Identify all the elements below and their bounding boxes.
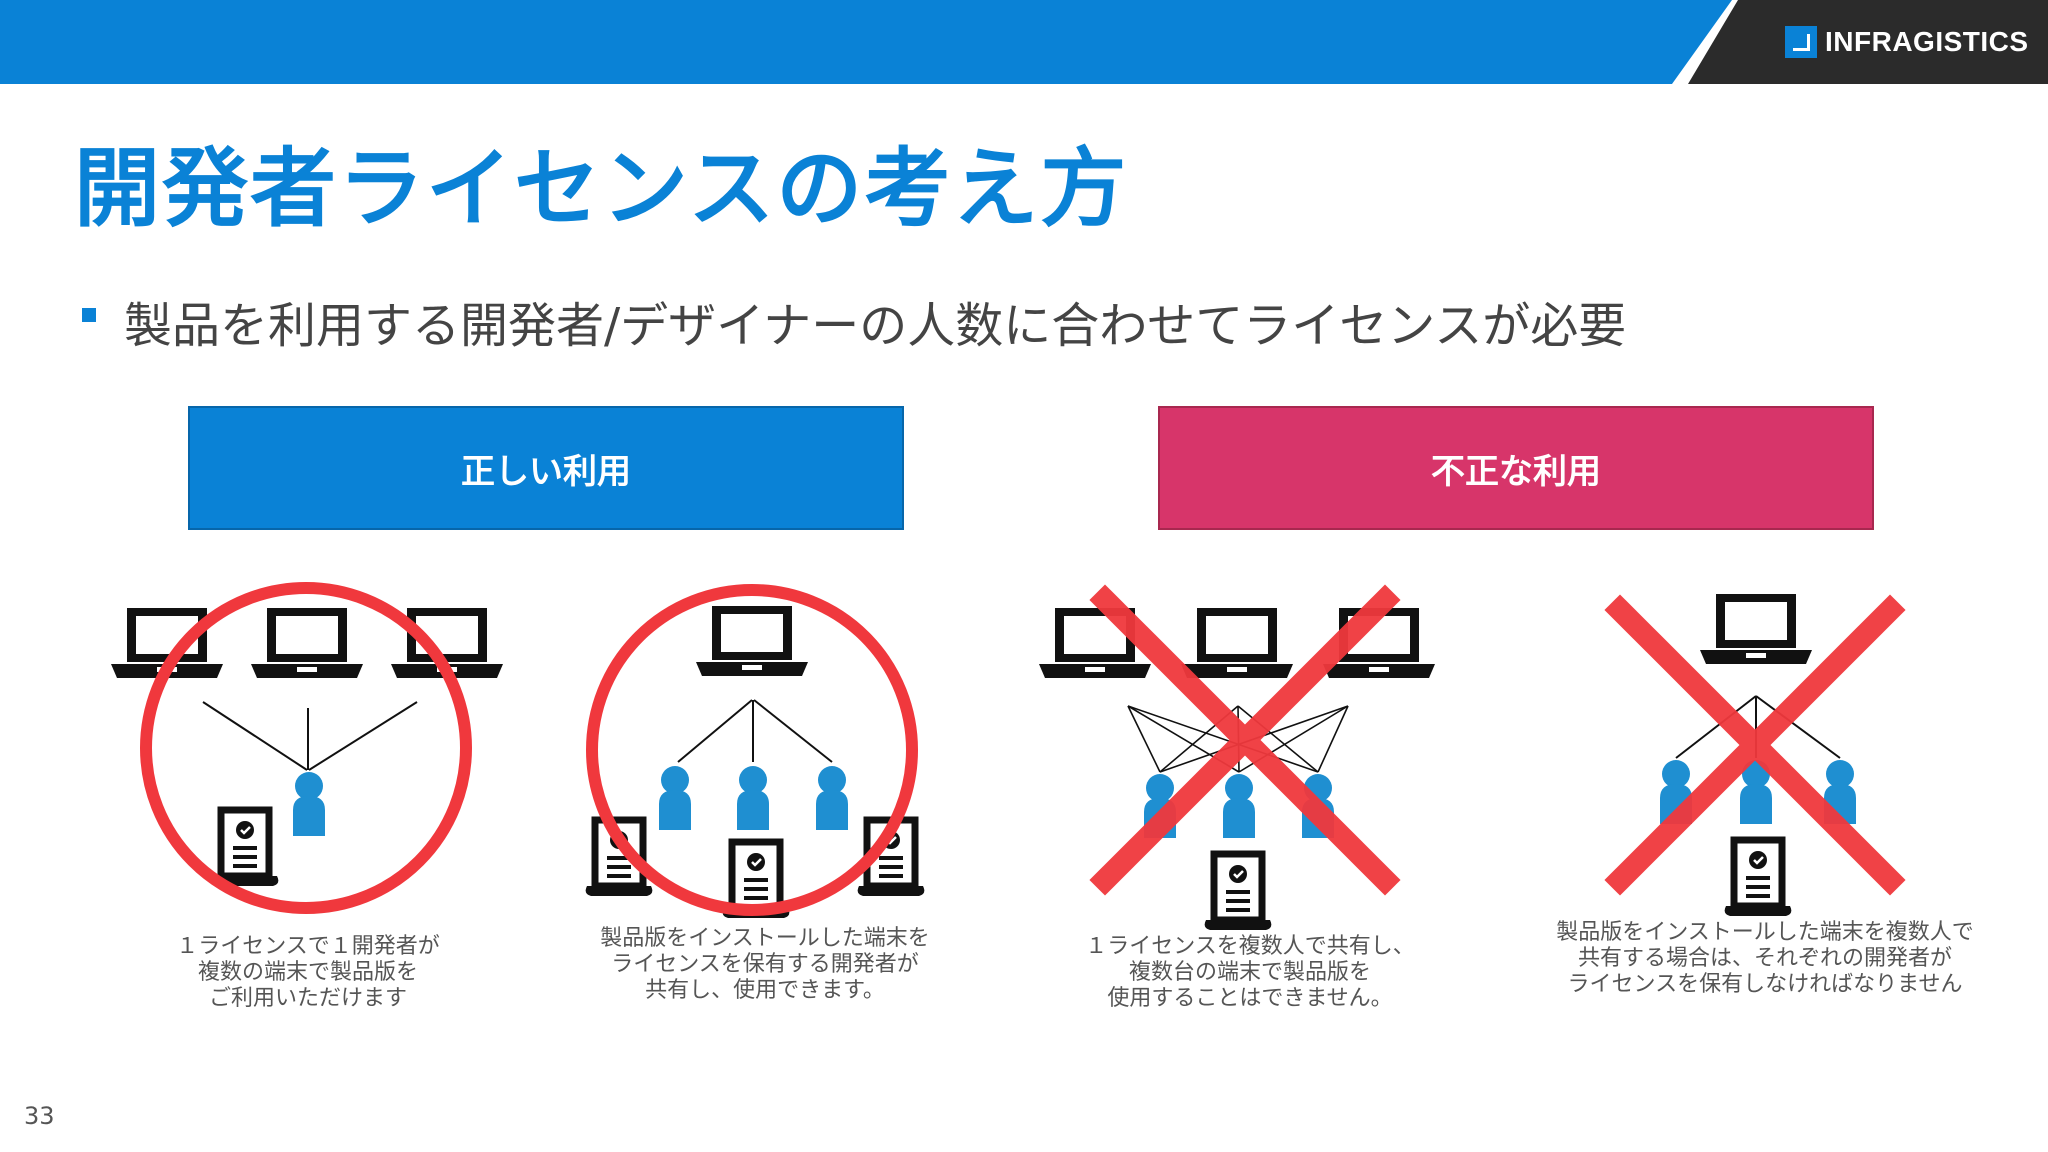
panel-4-caption: 製品版をインストールした端末を複数人で 共有する場合は、それぞれの開発者が ライ… (1540, 920, 1990, 998)
correct-use-header: 正しい利用 (188, 406, 904, 530)
person-icon (659, 766, 691, 830)
panel-2-correct (586, 584, 925, 918)
infragistics-logo: INFRAGISTICS (1785, 24, 2029, 60)
license-certificate-icon (1725, 840, 1792, 916)
logo-band (1688, 0, 2048, 84)
person-icon (1223, 774, 1255, 838)
caption-line: ライセンスを保有しなければなりません (1567, 972, 1963, 997)
laptop-icon (1700, 594, 1812, 664)
caption-line: １ライセンスを複数人で共有し、 (1085, 934, 1415, 959)
incorrect-use-header: 不正な利用 (1158, 406, 1874, 530)
bullet-text: 製品を利用する開発者/デザイナーの人数に合わせてライセンスが必要 (124, 298, 1627, 354)
caption-line: 複数の端末で製品版を (197, 960, 418, 985)
cross-icon (1604, 594, 1906, 896)
panel-2-connection-lines (677, 699, 833, 763)
person-icon (293, 772, 325, 836)
caption-line: 共有し、使用できます。 (645, 978, 885, 1003)
panel-1-correct (111, 582, 503, 914)
laptop-icon (251, 608, 363, 678)
circle-icon (586, 584, 918, 916)
caption-line: ご利用いただけます (208, 986, 407, 1011)
bullet-icon (82, 308, 96, 322)
infragistics-logo-icon (1785, 26, 1817, 58)
license-certificate-icon (212, 810, 279, 886)
license-diagram (111, 582, 1906, 1040)
panel-3-incorrect (1039, 584, 1435, 930)
caption-line: 共有する場合は、それぞれの開発者が (1577, 946, 1952, 971)
caption-line: 使用することはできません。 (1107, 986, 1393, 1011)
caption-line: 製品版をインストールした端末を (600, 926, 930, 951)
person-icon (737, 766, 769, 830)
logo-text: INFRAGISTICS (1825, 26, 2029, 57)
person-icon (816, 766, 848, 830)
laptop-icon (1181, 608, 1293, 678)
slide-title: 開発者ライセンスの考え方 (74, 139, 1129, 239)
cross-icon (1089, 584, 1401, 896)
caption-line: ライセンスを保有する開発者が (611, 952, 919, 977)
panel-1-caption: １ライセンスで１開発者が 複数の端末で製品版を ご利用いただけます (158, 934, 458, 1012)
panel-4-incorrect (1604, 594, 1906, 916)
panel-1-connection-lines (202, 701, 418, 771)
panel-3-caption: １ライセンスを複数人で共有し、 複数台の端末で製品版を 使用することはできません… (1070, 934, 1430, 1012)
caption-line: 製品版をインストールした端末を複数人で (1556, 920, 1974, 945)
panel-2-caption: 製品版をインストールした端末を ライセンスを保有する開発者が 共有し、使用できま… (590, 926, 940, 1004)
license-certificate-icon (1205, 854, 1272, 930)
page-number: 33 (24, 1102, 55, 1130)
caption-line: １ライセンスで１開発者が (176, 934, 440, 959)
laptop-icon (696, 606, 808, 676)
circle-icon (140, 582, 472, 914)
caption-line: 複数台の端末で製品版を (1128, 960, 1371, 985)
